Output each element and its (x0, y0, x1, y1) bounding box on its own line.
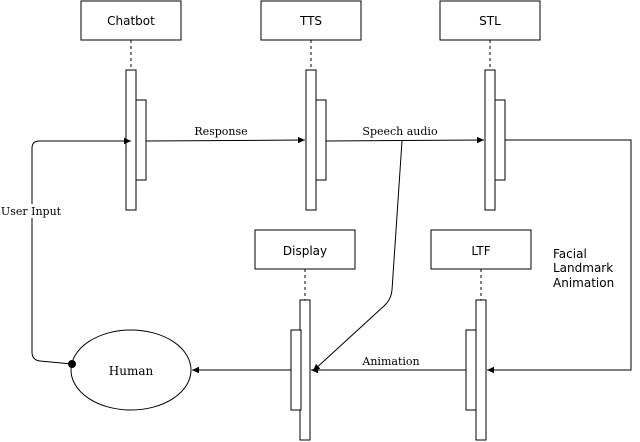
message-user-input-label: User Input (1, 205, 62, 218)
participant-display[interactable]: Display (254, 229, 356, 270)
participant-tts[interactable]: TTS (260, 0, 362, 41)
note-facial: Facial (553, 247, 587, 261)
user-input-start-dot (68, 360, 76, 368)
message-response-arrow (145, 136, 306, 144)
user-input-label-bg (2, 204, 62, 218)
note-animation: Animation (553, 276, 614, 290)
participant-chatbot[interactable]: Chatbot (80, 0, 182, 41)
participant-chatbot-label: Chatbot (107, 14, 155, 28)
activation-stl-nested (494, 99, 506, 181)
activation-display-nested (290, 329, 302, 411)
message-user-input-arrow (31, 137, 131, 365)
message-speech-audio-to-display-arrow (312, 140, 403, 372)
human-node[interactable]: Human (70, 329, 192, 411)
activation-tts (305, 69, 317, 211)
message-speech-audio-label: Speech audio (362, 125, 438, 138)
activation-ltf-nested (465, 329, 477, 411)
participant-stl[interactable]: STL (439, 0, 541, 41)
participant-stl-label: STL (479, 14, 501, 28)
participant-ltf[interactable]: LTF (430, 229, 532, 270)
activation-tts-nested (315, 99, 327, 181)
message-speech-audio-arrow (325, 136, 485, 144)
participant-display-label: Display (283, 244, 327, 258)
participant-tts-label: TTS (299, 14, 322, 28)
message-animation-label: Animation (361, 355, 419, 368)
activation-chatbot (125, 69, 137, 211)
note-landmark: Landmark (553, 261, 613, 275)
human-label: Human (109, 364, 154, 378)
activation-ltf (475, 299, 487, 441)
participant-ltf-label: LTF (471, 244, 490, 258)
message-response-label: Response (194, 125, 247, 138)
activation-chatbot-nested (135, 99, 147, 181)
activation-stl (484, 69, 496, 211)
message-facial-landmark-arrow (487, 139, 632, 374)
